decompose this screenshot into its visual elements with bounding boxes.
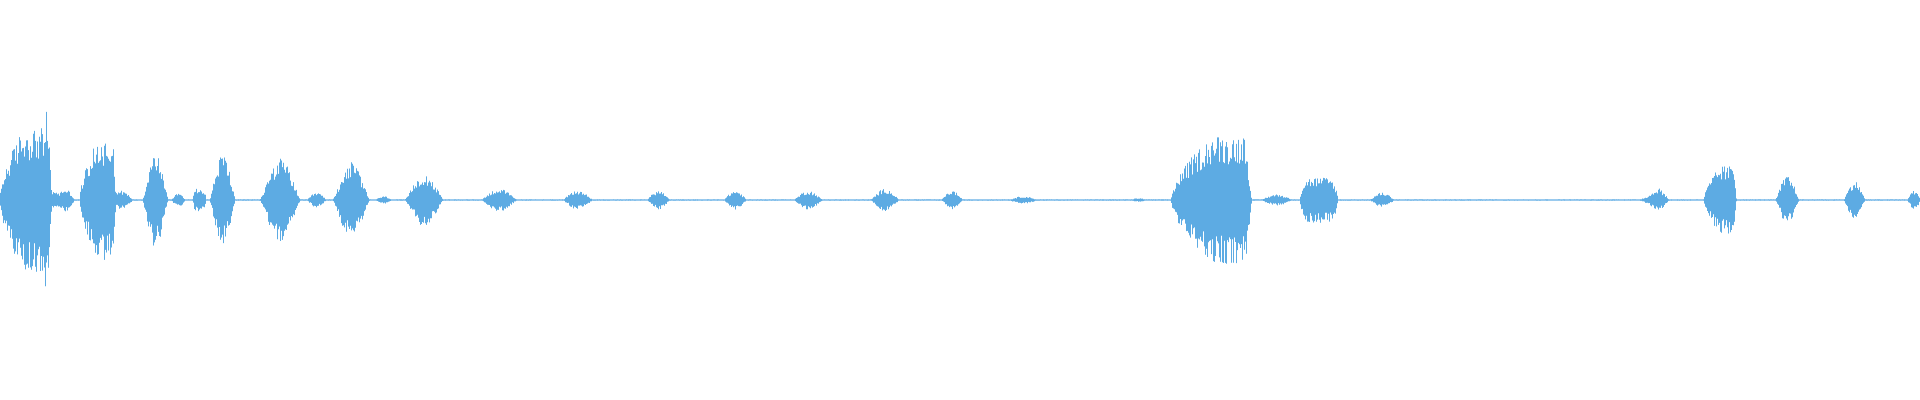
waveform-trace bbox=[0, 111, 1920, 287]
